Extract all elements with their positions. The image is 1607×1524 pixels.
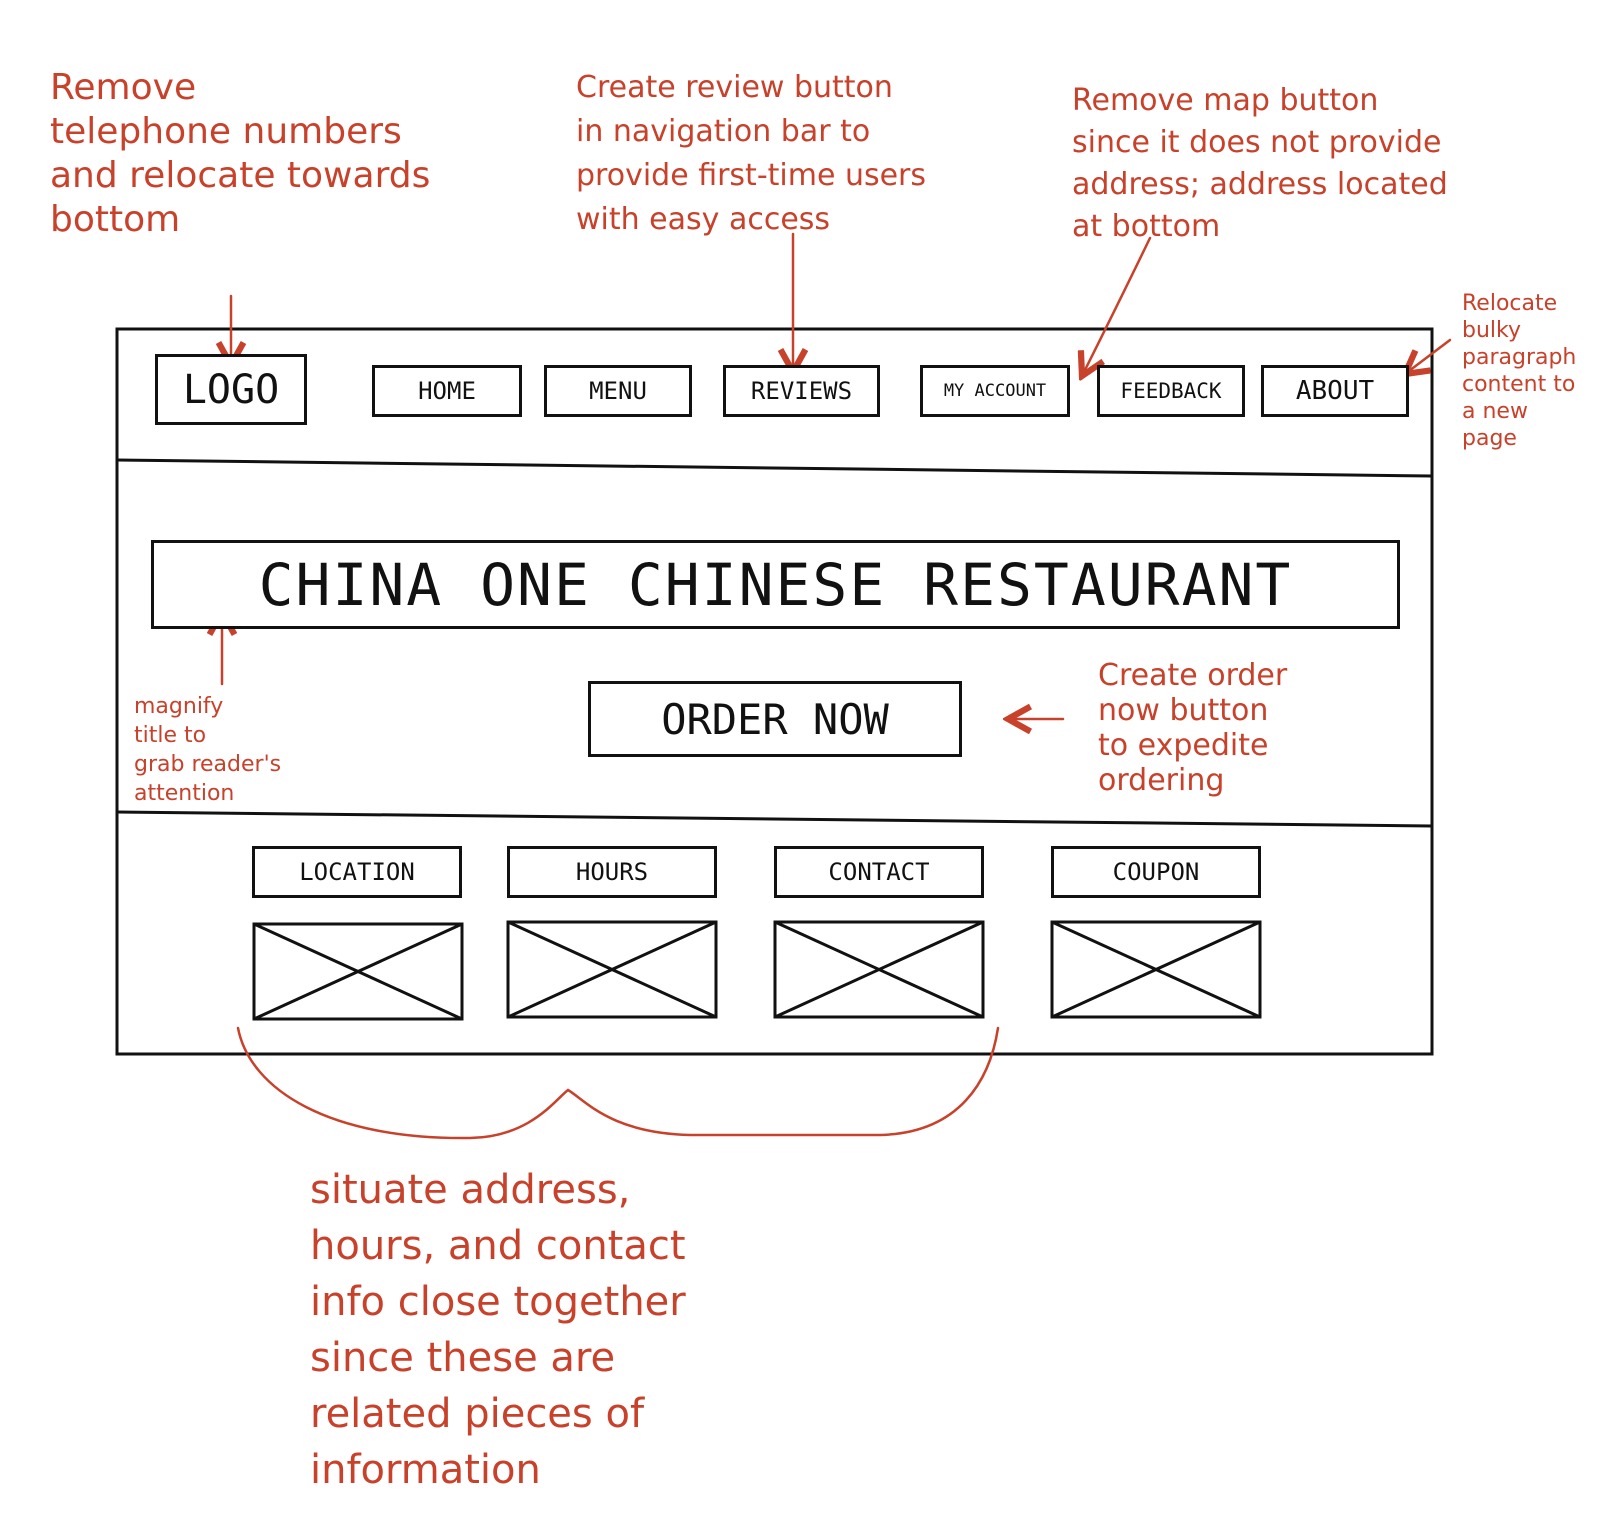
info-annotation: situate address, hours, and contact info…: [310, 1167, 686, 1493]
logo: LOGO: [155, 354, 307, 425]
tab-coupon[interactable]: COUPON: [1051, 846, 1261, 898]
nav-my-account-button[interactable]: MY ACCOUNT: [920, 365, 1070, 417]
order-now-button[interactable]: ORDER NOW: [588, 681, 962, 757]
tab-contact[interactable]: CONTACT: [774, 846, 984, 898]
browser-frame: [115, 327, 1434, 1056]
page-title: CHINA ONE CHINESE RESTAURANT: [151, 540, 1400, 629]
nav-reviews-button[interactable]: REVIEWS: [723, 365, 880, 417]
about-annotation: Relocate bulky paragraph content to a ne…: [1462, 291, 1577, 451]
tab-location[interactable]: LOCATION: [252, 846, 462, 898]
map-arrow: [1082, 236, 1152, 376]
nav-menu-button[interactable]: MENU: [544, 365, 692, 417]
review-annotation: Create review button in navigation bar t…: [576, 70, 927, 237]
tab-hours[interactable]: HOURS: [507, 846, 717, 898]
nav-feedback-button[interactable]: FEEDBACK: [1097, 365, 1245, 417]
coupon-image-placeholder: [1050, 920, 1262, 1019]
location-image-placeholder: [252, 922, 464, 1021]
nav-about-button[interactable]: ABOUT: [1261, 365, 1409, 417]
title-annotation: magnify title to grab reader's attention: [134, 694, 282, 806]
logo-annotation: Remove telephone numbers and relocate to…: [50, 67, 431, 240]
order-annotation: Create order now button to expedite orde…: [1098, 658, 1288, 798]
about-arrow: [1405, 338, 1452, 374]
hero-divider: [116, 810, 1433, 828]
header-divider: [116, 458, 1433, 478]
nav-home-button[interactable]: HOME: [372, 365, 522, 417]
contact-image-placeholder: [773, 920, 985, 1019]
info-brace: [236, 1026, 1000, 1140]
map-annotation: Remove map button since it does not prov…: [1072, 83, 1448, 244]
hours-image-placeholder: [506, 920, 718, 1019]
